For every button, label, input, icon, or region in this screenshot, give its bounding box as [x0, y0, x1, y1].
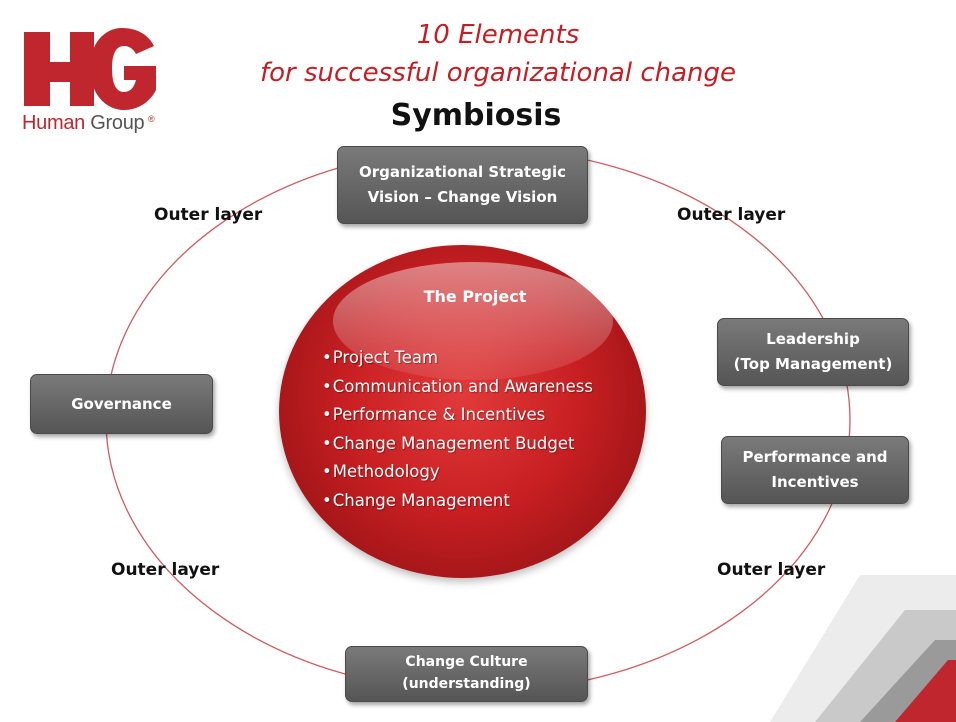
project-item: •Communication and Awareness — [322, 376, 593, 396]
node-vision-line-2: Vision – Change Vision — [367, 188, 558, 206]
outer-layer-label-bottom-right: Outer layer — [717, 560, 826, 580]
node-performance-line-2: Incentives — [771, 473, 859, 491]
outer-layer-label-top-left: Outer layer — [154, 205, 263, 225]
node-governance: Governance — [30, 374, 213, 434]
title-line-2: for successful organizational change — [259, 58, 737, 88]
sphere-highlight — [333, 262, 613, 380]
project-item: •Performance & Incentives — [322, 405, 546, 424]
project-title: The Project — [423, 287, 527, 306]
node-governance-label: Governance — [71, 394, 172, 413]
project-item: •Change Management Budget — [322, 433, 575, 453]
project-sphere — [279, 245, 646, 578]
brand-word-group: Group — [90, 112, 145, 134]
node-vision-line-1: Organizational Strategic — [358, 163, 567, 182]
project-item: •Change Management — [322, 490, 510, 510]
project-item: •Methodology — [322, 462, 440, 481]
brand-name: Human Group — [22, 112, 145, 135]
project-items-list: •Project Team •Communication and Awarene… — [322, 344, 593, 515]
subtitle: Symbiosis — [390, 98, 562, 133]
registered-mark: ® — [148, 114, 155, 124]
node-change-culture: Change Culture (understanding) — [345, 646, 588, 702]
node-leadership: Leadership (Top Management) — [717, 318, 909, 386]
outer-layer-label-top-right: Outer layer — [677, 205, 786, 225]
node-performance-line-1: Performance and — [742, 448, 888, 467]
outer-layer-label-bottom-left: Outer layer — [111, 560, 220, 580]
node-culture-line-2: (understanding) — [402, 676, 531, 692]
brand-word-human: Human — [22, 112, 85, 134]
node-performance-incentives: Performance and Incentives — [721, 436, 909, 504]
node-strategic-vision: Organizational Strategic Vision – Change… — [337, 146, 588, 224]
project-item: •Project Team — [322, 348, 439, 367]
hg-logo: ® — [24, 28, 156, 124]
title-line-1: 10 Elements — [416, 20, 580, 50]
node-culture-line-1: Change Culture — [405, 654, 528, 671]
node-leadership-line-1: Leadership — [766, 330, 860, 349]
node-leadership-line-2: (Top Management) — [733, 355, 893, 373]
